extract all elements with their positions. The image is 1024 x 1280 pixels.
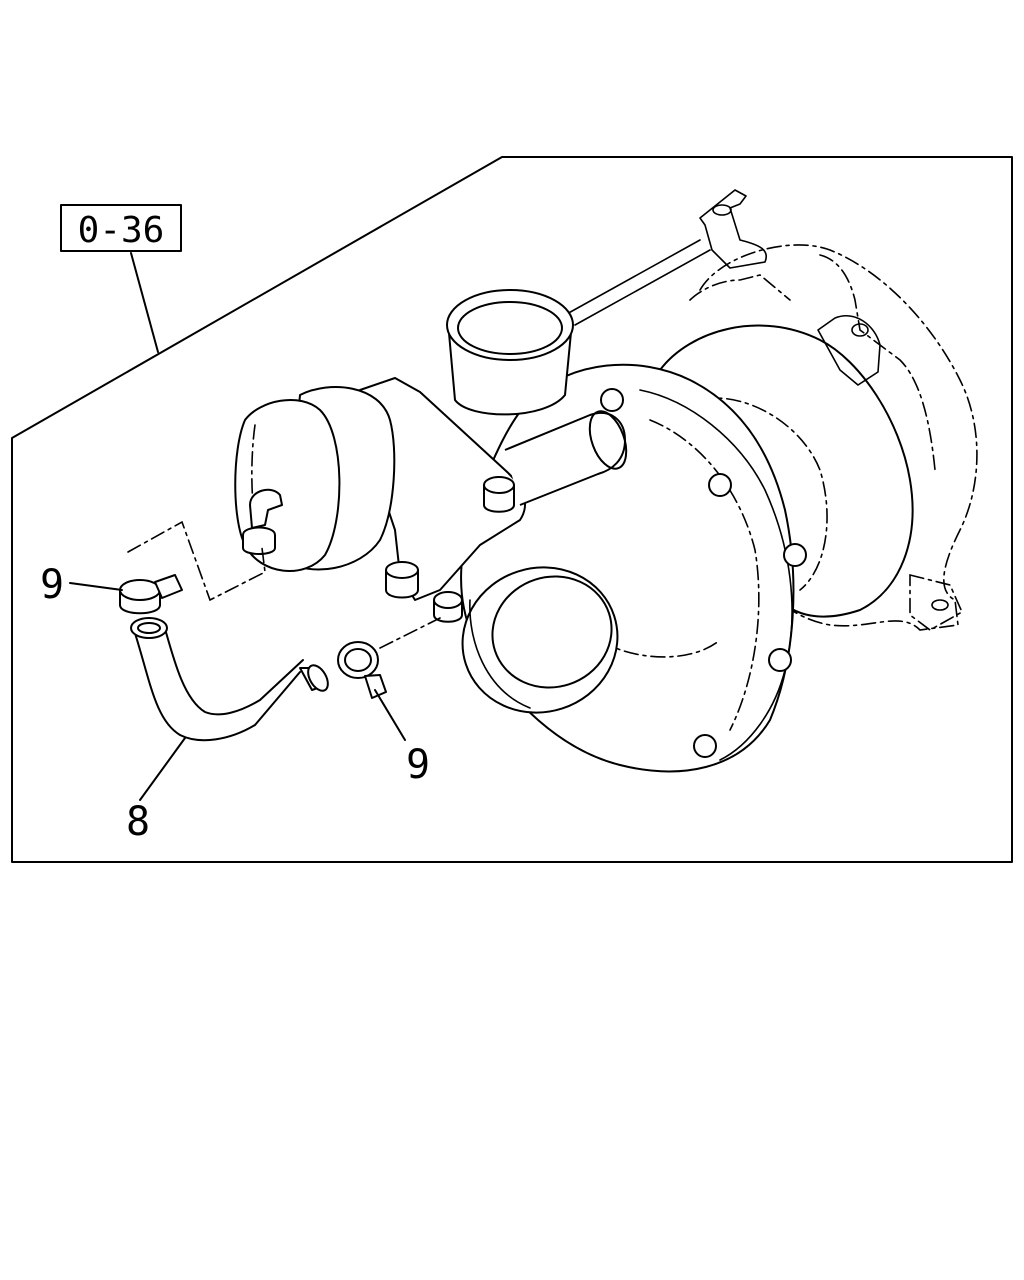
callout-clamp-lower: 9 xyxy=(406,742,430,788)
callout-hose: 8 xyxy=(126,799,150,845)
flange-bolts xyxy=(600,388,807,758)
compressor-inlet-inner xyxy=(491,575,613,689)
callout-clamp-upper: 9 xyxy=(40,562,64,608)
actuator-nipple xyxy=(249,488,283,529)
leader-clamp-upper xyxy=(69,582,123,591)
leader-hose xyxy=(139,737,186,801)
upper-hose-clamp[interactable] xyxy=(119,574,183,615)
bracket-bolts xyxy=(385,476,515,623)
compressor-outlet-rim xyxy=(446,289,574,361)
center-housing xyxy=(659,324,914,618)
reference-box[interactable]: 0-36 xyxy=(60,204,182,252)
vacuum-hose[interactable] xyxy=(130,617,332,742)
reference-leader xyxy=(130,252,159,353)
view-frame xyxy=(11,156,1013,863)
lower-hose-clamp[interactable] xyxy=(337,641,387,699)
turbine-mount-hole xyxy=(931,599,949,611)
rod-bracket xyxy=(699,189,767,269)
compressor-housing xyxy=(460,363,795,773)
turbocharger-assembly xyxy=(234,189,978,773)
guide-line-upper xyxy=(127,520,266,602)
turbine-mount-ear xyxy=(817,315,881,386)
guide-line-lower xyxy=(379,617,441,649)
leader-clamp-lower xyxy=(374,689,406,741)
turbine-housing xyxy=(699,244,978,631)
wastegate-rod xyxy=(564,239,711,326)
reference-label: 0-36 xyxy=(78,210,165,251)
